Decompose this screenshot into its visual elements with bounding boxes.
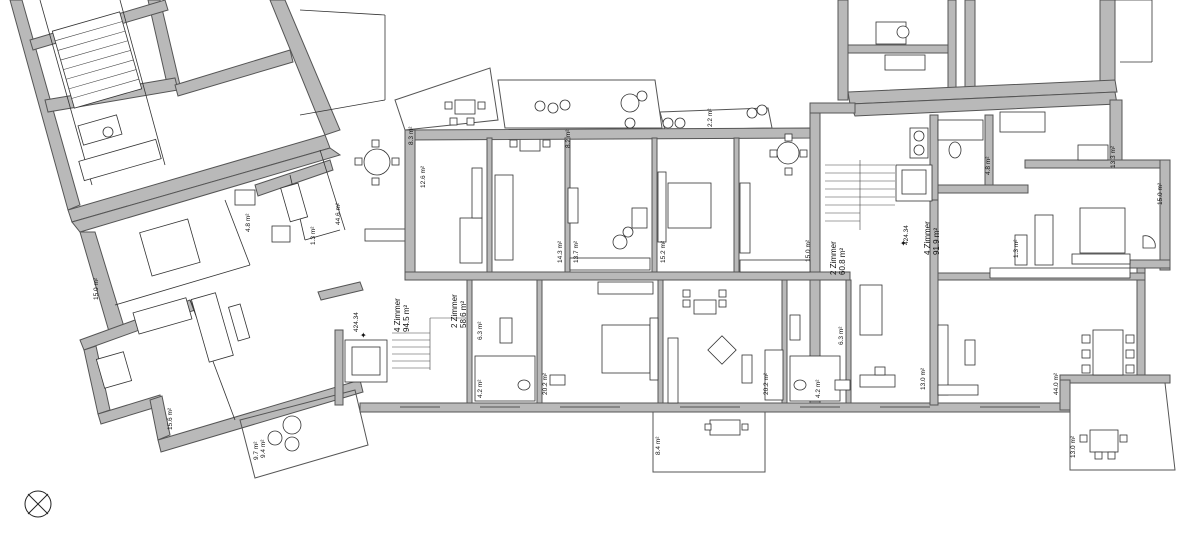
bed-double <box>1079 207 1126 254</box>
unit-label-4-zimmer-right: 4 Zimmer 91.9 m² <box>923 221 941 255</box>
unit-name: 2 Zimmer <box>450 294 459 328</box>
bed-double <box>667 182 712 229</box>
stair-core-right <box>825 160 895 230</box>
kitchen-island <box>228 303 251 342</box>
armchair <box>707 335 737 365</box>
level-marker-icon: ✦ <box>360 331 367 340</box>
level-marker-icon: ✦ <box>900 239 907 248</box>
kitchen-counter <box>190 292 234 363</box>
area-label: 9.7 m² <box>253 441 260 460</box>
terraces-top <box>394 67 773 152</box>
kitchen-counter <box>78 138 162 182</box>
area-label: 9.4 m² <box>260 439 267 458</box>
area-label: 4.2 m² <box>477 379 484 398</box>
area-label: 6.3 m² <box>838 326 845 345</box>
area-label: 1.3 m² <box>1013 239 1020 258</box>
bathtub <box>280 182 309 223</box>
area-label: 15.2 m² <box>660 240 667 263</box>
area-label: 15.0 m² <box>805 239 812 262</box>
area-label: 44.0 m² <box>1053 372 1060 395</box>
balcony <box>239 389 369 479</box>
area-label: 14.3 m² <box>557 240 564 263</box>
unit-area: 60.8 m² <box>838 248 847 275</box>
area-label: 15.6 m² <box>167 407 174 430</box>
unit-area: 91.9 m² <box>932 228 941 255</box>
unit-label-2-zimmer-left: 2 Zimmer 58.6 m² <box>450 294 468 328</box>
area-label: 13.7 m² <box>573 240 580 263</box>
unit-area: 94.5 m² <box>402 305 411 332</box>
area-label: 15.0 m² <box>1157 182 1164 205</box>
area-label: 4.8 m² <box>985 156 992 175</box>
top-left-building <box>9 0 386 223</box>
counter <box>364 228 411 242</box>
balcony <box>652 411 766 473</box>
bed-single <box>859 284 883 336</box>
unit-name: 4 Zimmer <box>393 298 402 332</box>
area-label: 8.3 m² <box>408 126 415 145</box>
left-wing <box>71 139 411 479</box>
level-value: 424.34 <box>353 312 360 332</box>
area-labels: 9.4 m² 8.3 m² 12.6 m² 8.2 m² 14.3 m² 13.… <box>93 108 1164 460</box>
round-table <box>776 141 800 165</box>
north-arrow-icon <box>24 490 52 518</box>
balcony <box>1069 382 1176 471</box>
armchair <box>95 351 133 389</box>
area-label: 4.2 m² <box>815 379 822 398</box>
bed-double <box>601 324 651 374</box>
level-marker: 424.34 <box>353 312 360 332</box>
unit-label-4-zimmer-left: 4 Zimmer 94.5 m² <box>393 298 411 332</box>
area-label: 13.3 m² <box>1110 145 1117 168</box>
area-label: 1.3 m² <box>310 226 317 245</box>
table <box>454 99 476 115</box>
level-marker: 424.34 <box>903 225 910 245</box>
sink <box>234 189 256 206</box>
bathroom-left <box>474 355 536 402</box>
area-label: 44.6 m² <box>335 202 342 225</box>
area-label: 4.8 m² <box>245 213 252 232</box>
area-label: 13.0 m² <box>1070 435 1077 458</box>
area-label: 13.0 m² <box>920 367 927 390</box>
dining-table <box>1092 329 1124 376</box>
unit-area: 58.6 m² <box>459 301 468 328</box>
area-label: 8.4 m² <box>655 436 662 455</box>
area-label: 12.6 m² <box>420 165 427 188</box>
main-block <box>317 102 1071 473</box>
sink-icon <box>102 126 114 138</box>
bed <box>139 218 201 277</box>
level-value: 424.34 <box>903 225 910 245</box>
area-label: 20.2 m² <box>763 372 770 395</box>
bathroom-fixture <box>77 114 123 146</box>
stair-core-left <box>392 317 465 370</box>
area-label: 2.2 m² <box>707 108 714 127</box>
toilet <box>271 225 291 243</box>
unit-label-2-zimmer-right: 2 Zimmer 60.8 m² <box>829 241 847 275</box>
bed-single <box>459 217 483 264</box>
area-label: 8.2 m² <box>565 129 572 148</box>
unit-name: 2 Zimmer <box>829 241 838 275</box>
unit-name: 4 Zimmer <box>923 221 932 255</box>
area-label: 20.2 m² <box>542 372 549 395</box>
right-wing <box>809 0 1176 471</box>
round-table <box>363 148 391 176</box>
area-label: 6.3 m² <box>477 321 484 340</box>
unit-labels: 4 Zimmer 94.5 m² 424.34 ✦ 2 Zimmer 58.6 … <box>353 221 941 340</box>
area-label: 15.0 m² <box>93 277 100 300</box>
bathroom-right <box>789 355 841 402</box>
desk <box>132 297 193 335</box>
